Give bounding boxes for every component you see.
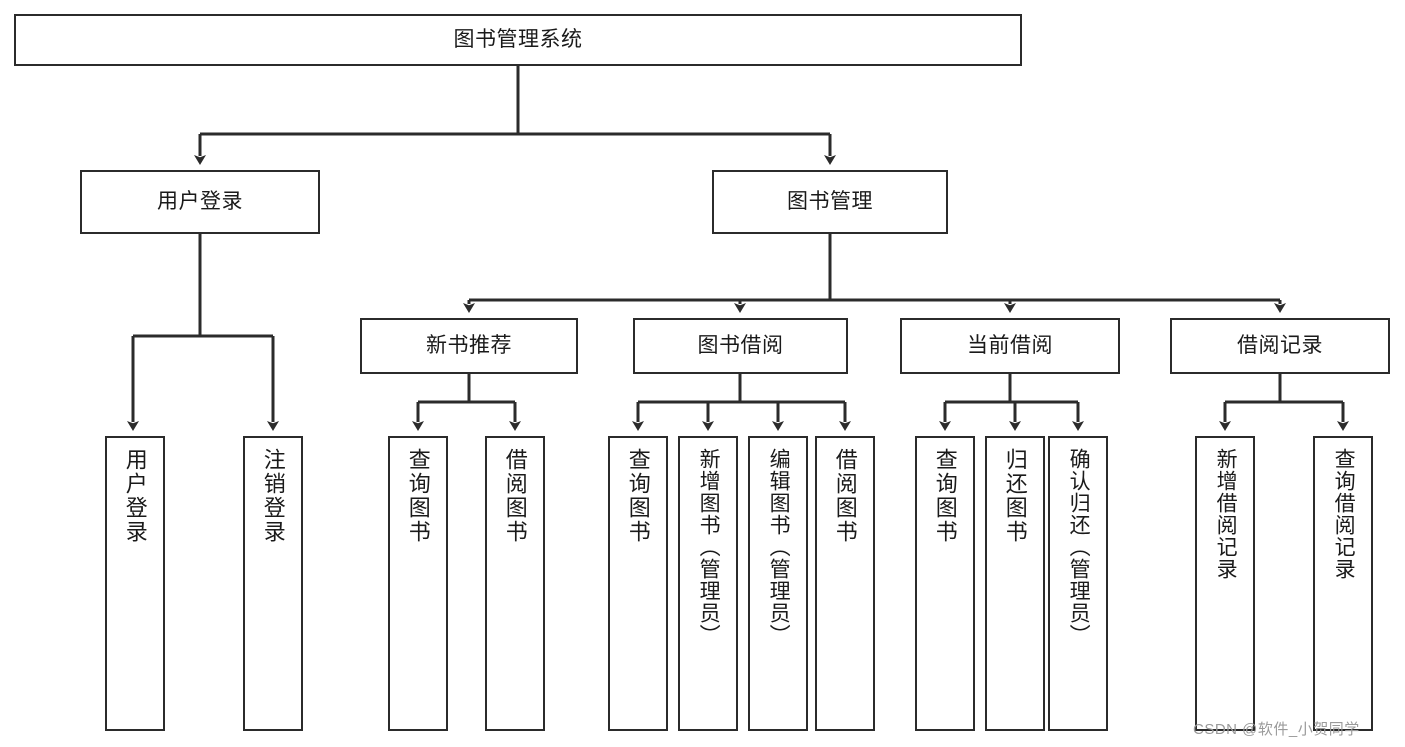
- node-new-book-recommend-label: 新书推荐: [426, 334, 512, 358]
- node-user-login[interactable]: 用户登录: [80, 170, 320, 234]
- leaf-query-borrow-record-label: 查询借阅记录: [1332, 448, 1356, 580]
- leaf-add-borrow-record[interactable]: 新增借阅记录: [1195, 436, 1255, 731]
- leaf-query-books-recommend-label: 查询图书: [405, 448, 431, 544]
- node-current-borrow-label: 当前借阅: [967, 334, 1053, 358]
- node-new-book-recommend[interactable]: 新书推荐: [360, 318, 578, 374]
- leaf-user-login[interactable]: 用户登录: [105, 436, 165, 731]
- node-root[interactable]: 图书管理系统: [14, 14, 1022, 66]
- leaf-add-book-admin[interactable]: 新增图书（管理员）: [678, 436, 738, 731]
- leaf-confirm-return-admin-label: 确认归还（管理员）: [1067, 448, 1091, 646]
- leaf-return-books[interactable]: 归还图书: [985, 436, 1045, 731]
- leaf-logout-label: 注销登录: [260, 448, 286, 544]
- leaf-return-books-label: 归还图书: [1002, 448, 1028, 544]
- node-user-login-label: 用户登录: [157, 190, 243, 214]
- leaf-edit-book-admin-label: 编辑图书（管理员）: [767, 448, 791, 646]
- leaf-edit-book-admin[interactable]: 编辑图书（管理员）: [748, 436, 808, 731]
- leaf-query-books-recommend[interactable]: 查询图书: [388, 436, 448, 731]
- leaf-add-book-admin-label: 新增图书（管理员）: [697, 448, 721, 646]
- node-book-management[interactable]: 图书管理: [712, 170, 948, 234]
- leaf-logout[interactable]: 注销登录: [243, 436, 303, 731]
- node-borrow-record-label: 借阅记录: [1237, 334, 1323, 358]
- node-borrow-record[interactable]: 借阅记录: [1170, 318, 1390, 374]
- leaf-query-books-current-label: 查询图书: [932, 448, 958, 544]
- node-book-management-label: 图书管理: [787, 190, 873, 214]
- leaf-query-books-current[interactable]: 查询图书: [915, 436, 975, 731]
- node-book-borrow[interactable]: 图书借阅: [633, 318, 848, 374]
- leaf-borrow-books-recommend-label: 借阅图书: [502, 448, 528, 544]
- leaf-query-borrow-record[interactable]: 查询借阅记录: [1313, 436, 1373, 731]
- leaf-borrow-books-label: 借阅图书: [832, 448, 858, 544]
- node-root-label: 图书管理系统: [453, 28, 583, 52]
- leaf-add-borrow-record-label: 新增借阅记录: [1214, 448, 1238, 580]
- watermark: CSDN @软件_小贺同学: [1193, 721, 1360, 738]
- leaf-confirm-return-admin[interactable]: 确认归还（管理员）: [1048, 436, 1108, 731]
- leaf-query-books-borrow[interactable]: 查询图书: [608, 436, 668, 731]
- leaf-borrow-books[interactable]: 借阅图书: [815, 436, 875, 731]
- node-book-borrow-label: 图书借阅: [697, 334, 784, 358]
- leaf-user-login-label: 用户登录: [122, 448, 148, 544]
- leaf-query-books-borrow-label: 查询图书: [625, 448, 651, 544]
- leaf-borrow-books-recommend[interactable]: 借阅图书: [485, 436, 545, 731]
- node-current-borrow[interactable]: 当前借阅: [900, 318, 1120, 374]
